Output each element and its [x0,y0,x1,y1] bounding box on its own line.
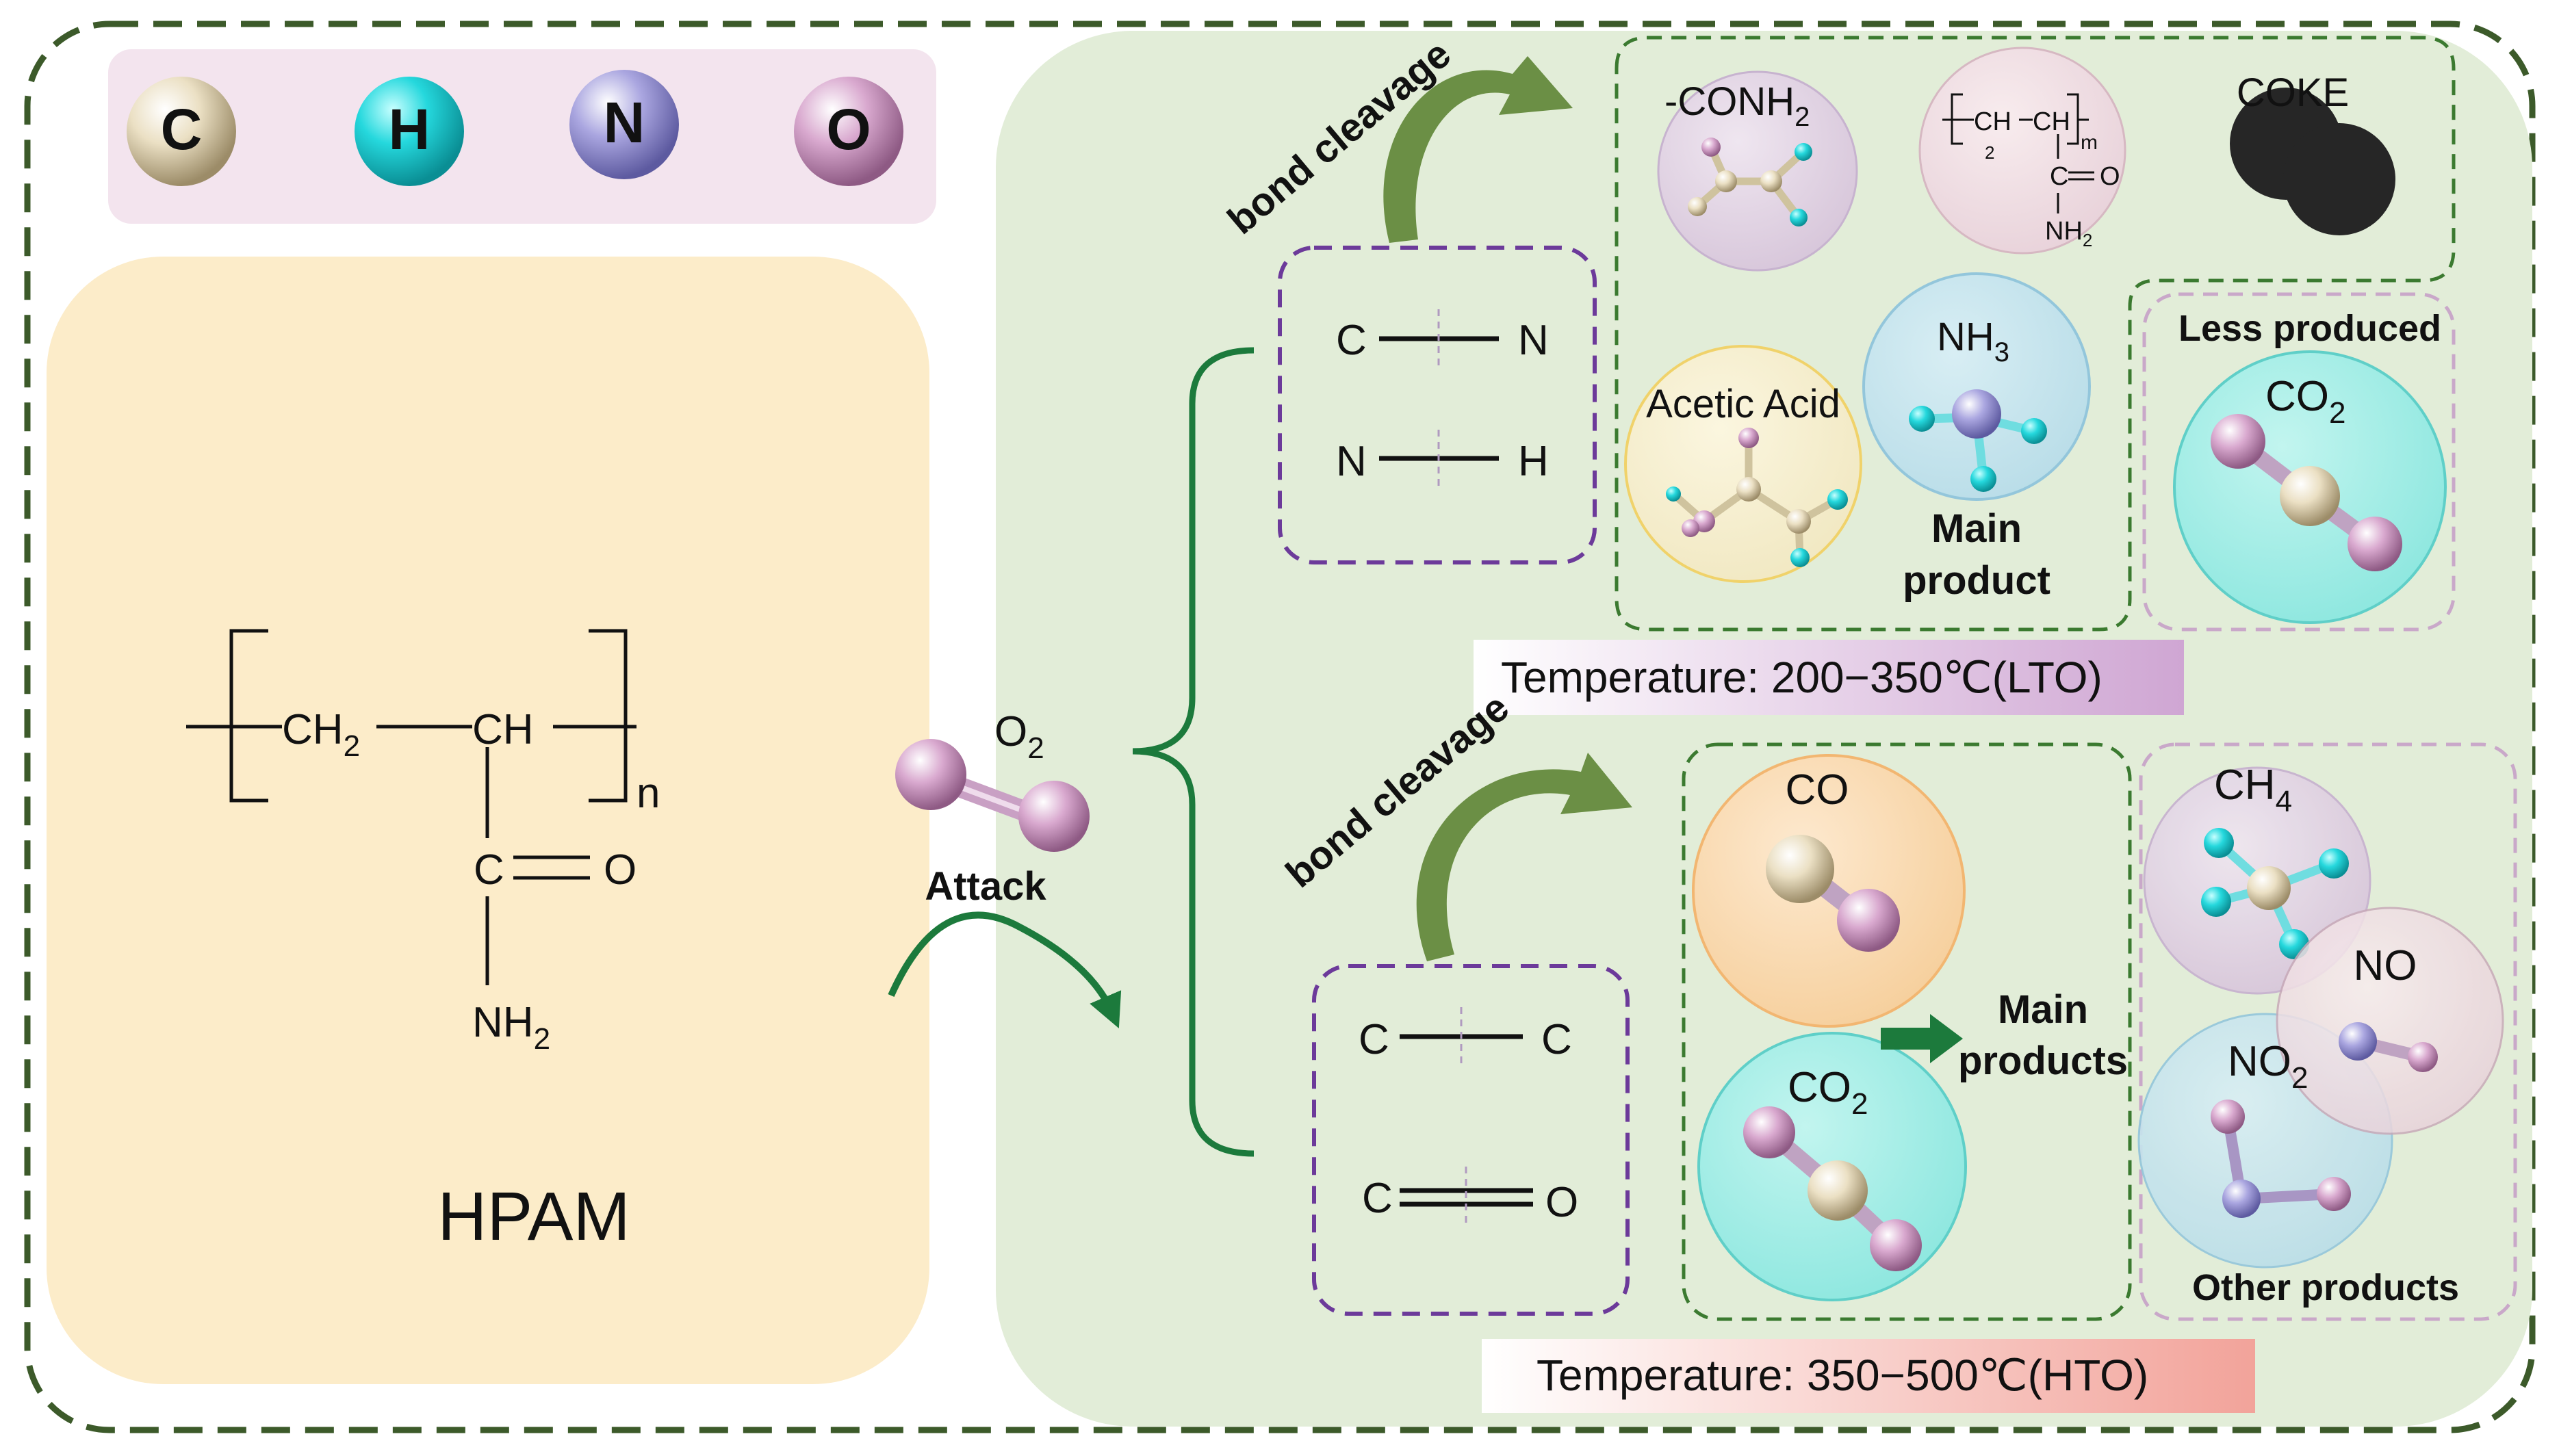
conh2-bubble [1657,70,1858,272]
legend-label-c: C [161,97,203,161]
polymer-ch: CH [1974,107,2011,136]
hpam-c: C [474,846,504,894]
oxygen-sphere [794,77,903,186]
polymer-ch-b: CH [2033,107,2070,136]
polymer-bubble [1918,47,2126,255]
polymer-fragment: CH 2 CH m C O NH2 [1918,47,2126,255]
lto-bond-2-atom-a: N [1336,438,1367,485]
acetic-acid-label: Acetic Acid [1646,382,1840,426]
legend-panel [108,49,936,224]
hto-other-box [2139,742,2517,1321]
hpam-n: n [636,770,660,817]
hpam-label: HPAM [437,1178,630,1255]
nitrogen-sphere [569,70,679,179]
less-produced-box [2142,292,2456,632]
hto-temperature-bar [1482,1339,2255,1413]
legend-label-n: N [604,90,645,155]
lto-co2-label: CO2 [2265,373,2345,430]
hpam-nh2: NH2 [472,999,550,1056]
co-label: CO [1786,766,1849,814]
conh2-product: -CONH2 [1657,70,1858,272]
lto-temperature-label: Temperature: 200−350℃(LTO) [1501,653,2103,702]
hto-main-box [1682,742,2132,1321]
coke-product: COKE [2230,70,2395,235]
polymer-c: C [2050,162,2068,191]
polymer-o: O [2100,162,2120,191]
hpam-structure [186,629,636,985]
o2-atom-1 [895,739,966,810]
nh3-bubble [1862,272,2091,501]
less-produced-label: Less produced [2178,308,2441,349]
ch4-label: CH4 [2214,762,2292,818]
hpam-panel: CH2 CH n C O NH2 HPAM [47,257,929,1384]
legend-label-h: H [389,97,430,161]
attack-label: Attack [925,864,1046,909]
hto-bond-2-atom-b: O [1545,1179,1578,1226]
hto-bond-box [1312,964,1630,1316]
split-brace [1132,347,1255,1157]
polymer-m: m [2081,131,2098,154]
lto-bond-box [1278,246,1597,564]
oxygen-attack: O2 Attack [888,708,1122,1028]
lto-temperature-bar [1474,640,2184,715]
polymer-nh2: NH2 [2045,217,2092,250]
main-product-label-1: Main [1931,506,2022,551]
hto-co2-label: CO2 [1788,1064,1868,1121]
lto-bond-1-atom-b: N [1518,317,1549,364]
carbon-sphere [127,77,236,186]
coke-label: COKE [2237,70,2349,115]
no-label: NO [2354,942,2417,989]
no2-label: NO2 [2228,1038,2308,1095]
hpam-o: O [604,846,636,894]
hto-bond-1-atom-b: C [1541,1016,1572,1063]
hto-main-products: CO CO2 Main products [1682,742,2132,1321]
hpam-ch2: CH2 [282,706,360,763]
hto-cleavage-arrow [1416,753,1632,961]
atom-legend: C H N O [108,49,936,224]
main-product-label-2: product [1903,558,2050,603]
attack-arrow [888,911,1122,1028]
lto-co2-product: Less produced CO2 [2142,292,2456,632]
o2-atom-2 [1018,781,1090,852]
o2-label: O2 [994,708,1044,765]
acetic-acid-product: Acetic Acid [1624,345,1862,583]
reaction-panel [996,31,2532,1427]
main-products-label-2: products [1958,1039,2128,1083]
hto-bond-2-atom-a: C [1362,1175,1393,1222]
lto-bond-1-atom-a: C [1336,317,1367,364]
other-products-label: Other products [2192,1267,2459,1308]
hto-bond-1-atom-a: C [1359,1016,1389,1063]
polymer-ch2-sub: 2 [1985,142,1994,163]
coke-sphere-2 [2283,123,2395,235]
nh3-product: NH3 Main product [1862,272,2091,603]
nh3-label: NH3 [1937,315,2009,367]
lto-bond-2-atom-b: H [1518,438,1549,485]
hpam-ch: CH [472,706,534,753]
conh2-label: -CONH2 [1664,79,1810,132]
hto-other-products: CH4 NO NO2 Other products [2137,742,2517,1321]
no-bubble [2276,907,2504,1135]
lto-cleavage-arrow [1383,56,1573,243]
legend-label-o: O [826,97,871,161]
main-products-arrow [1881,1014,1963,1063]
hto-temperature-label: Temperature: 350−500℃(HTO) [1536,1351,2148,1400]
lto-products-region [1615,36,2456,632]
hydrogen-sphere [355,77,464,186]
main-products-label-1: Main [1998,987,2088,1032]
